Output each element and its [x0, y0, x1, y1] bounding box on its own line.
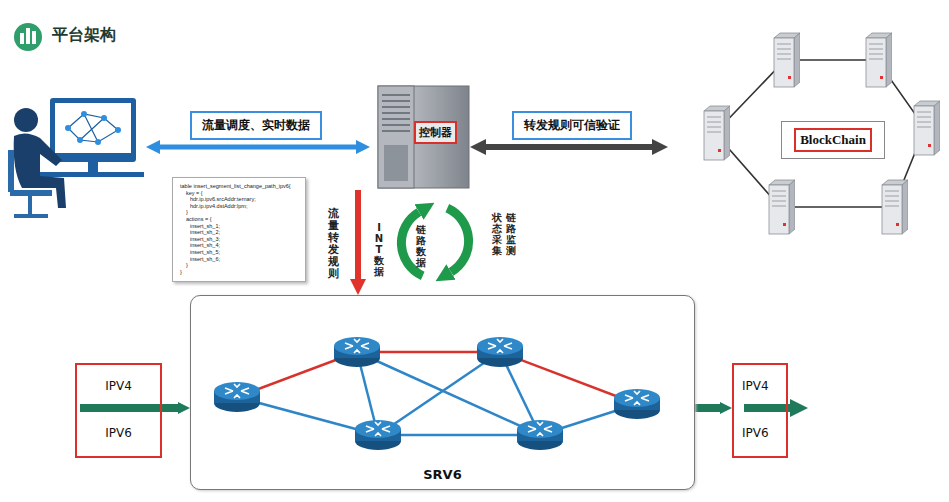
blockchain-label: BlockChain	[794, 128, 872, 152]
server-illustration-part	[378, 86, 414, 188]
protocol-label: IPV6	[742, 426, 769, 440]
user-illustration-part	[68, 114, 118, 142]
code-line: }	[180, 209, 300, 216]
network-link	[378, 434, 540, 437]
flow-label: 链路监测	[506, 212, 516, 256]
label-box: 流量调度、实时数据	[190, 111, 322, 140]
feedback-loop-part	[447, 208, 468, 272]
server-illustration-part	[382, 100, 410, 102]
page-title: 平台架构	[52, 25, 116, 46]
server-illustration-part	[378, 86, 469, 188]
data-flow-arrow	[160, 145, 356, 150]
network-link	[378, 352, 500, 435]
protocol-label: IPV4	[105, 379, 132, 393]
box-label: 转发规则可信验证	[524, 117, 620, 134]
code-line: insert_sh_1;	[180, 223, 300, 230]
router-icon	[334, 337, 380, 367]
input-flow-arrow	[80, 404, 162, 412]
server-illustration-part	[382, 130, 410, 132]
connector-arrow	[486, 144, 652, 150]
server-illustration-part	[382, 94, 410, 96]
protocol-box: IPV4IPV6	[75, 363, 162, 458]
title-icon-part	[20, 33, 24, 44]
code-box: table insert_segment_list_change_path_ip…	[172, 177, 306, 282]
blockchain-servers-part	[704, 106, 730, 160]
title-icon-part	[32, 31, 36, 44]
flow-label: 流量转发规则	[328, 208, 339, 281]
user-illustration-part	[88, 162, 98, 172]
title-icon-part	[14, 23, 42, 51]
flow-label: 状态采集	[492, 212, 502, 256]
code-line: table insert_segment_list_change_path_ip…	[180, 183, 300, 190]
network-label: SRV6	[423, 467, 461, 482]
code-line: insert_sh_6;	[180, 256, 300, 263]
code-line: insert_sh_4;	[180, 242, 300, 249]
network-caption: SRV6	[191, 464, 694, 483]
user-illustration-part	[65, 125, 71, 131]
server-illustration-part	[382, 118, 410, 120]
router-icon	[214, 382, 260, 412]
server-illustration-part	[382, 124, 410, 126]
protocol-box: IPV4IPV6	[732, 363, 788, 458]
label-box: 转发规则可信验证	[512, 111, 632, 140]
blockchain-region: BlockChain	[668, 28, 943, 243]
user-illustration-part	[115, 127, 121, 133]
user-illustration-part	[55, 103, 131, 153]
feedback-loop	[401, 208, 468, 276]
protocol-label: IPV6	[105, 426, 132, 440]
router-icon	[477, 337, 523, 367]
code-line: }	[180, 269, 300, 276]
user-illustration-part	[81, 111, 87, 117]
router-icon	[517, 420, 563, 450]
router-icon	[355, 420, 401, 450]
user-illustration-part	[14, 108, 38, 132]
controller-tag: 控制器	[414, 121, 457, 144]
title-icon	[14, 23, 42, 51]
code-line: hdr.ip.ipv6.srcAddr:ternary;	[180, 196, 300, 203]
blockchain-servers-part	[769, 180, 795, 234]
output-flow-arrow	[744, 404, 790, 412]
user-illustration-part	[50, 98, 136, 162]
connector-arrow	[162, 404, 178, 412]
code-line: hdr.ip.ipv4.dstAddr:lpm;	[180, 203, 300, 210]
user-illustration-part	[8, 150, 14, 192]
user-illustration-part	[40, 172, 144, 177]
code-line: insert_sh_3;	[180, 236, 300, 243]
code-line: insert_sh_2;	[180, 229, 300, 236]
protocol-label: IPV4	[742, 379, 769, 393]
server-illustration-part	[382, 106, 410, 108]
code-line: actions = {	[180, 216, 300, 223]
router-network	[190, 295, 695, 490]
code-line: insert_sh_5;	[180, 249, 300, 256]
user-illustration-part	[101, 115, 107, 121]
router-icon	[614, 389, 660, 419]
box-label: 流量调度、实时数据	[202, 117, 310, 134]
connector-arrow	[695, 404, 720, 412]
code-line: key = {	[180, 190, 300, 197]
controller-label: 控制器	[419, 125, 452, 140]
server-illustration-part	[382, 112, 410, 114]
blockchain-servers-part	[774, 33, 800, 87]
code-line: }	[180, 262, 300, 269]
user-illustration-part	[14, 133, 66, 208]
server-illustration-part	[384, 145, 408, 181]
blockchain-servers-part	[914, 101, 940, 155]
blockchain-frame: BlockChain	[781, 121, 885, 159]
blockchain-servers	[704, 33, 940, 234]
controller-server: 控制器	[350, 85, 470, 190]
blockchain-servers-part	[882, 180, 908, 234]
user-illustration-part	[10, 190, 52, 218]
user-illustration-part	[95, 139, 101, 145]
connector-arrow	[355, 190, 361, 279]
network-region: SRV6	[190, 295, 695, 490]
user-illustration	[8, 98, 144, 218]
user-illustration-part	[77, 137, 83, 143]
flow-label: INT数据	[374, 222, 384, 277]
title-icon-part	[26, 28, 30, 44]
flow-label: 链路数据	[416, 224, 426, 268]
blockchain-servers-part	[866, 33, 892, 87]
